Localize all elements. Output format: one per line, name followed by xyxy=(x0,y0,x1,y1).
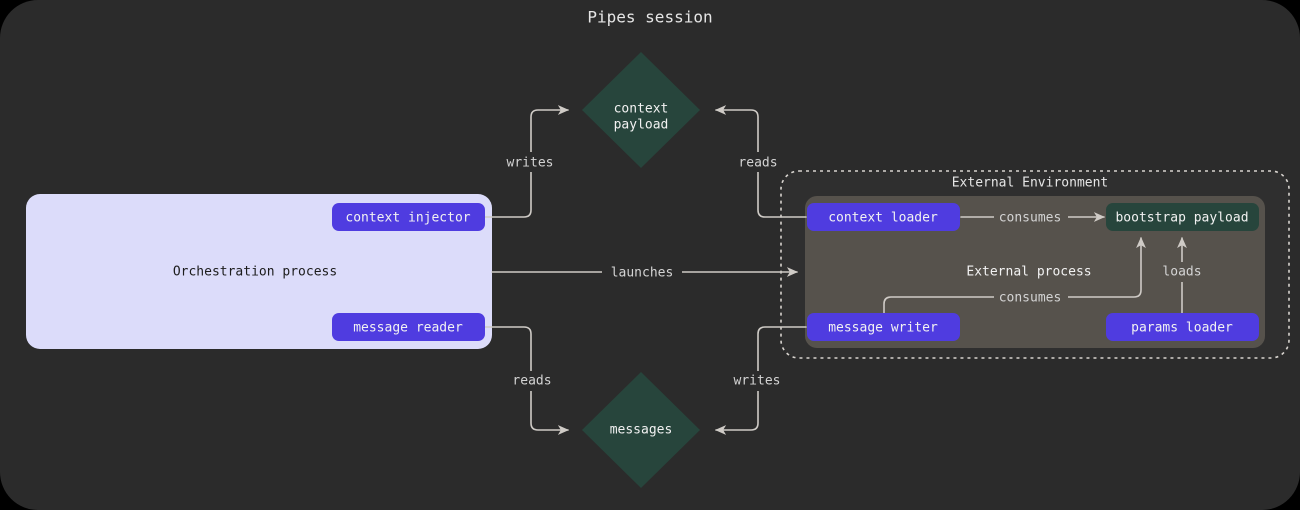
edge-label-bg xyxy=(994,288,1068,308)
page-title: Pipes session xyxy=(587,8,712,27)
edge-consumes-message-writer: consumes xyxy=(883,236,1146,315)
chip-context-loader[interactable]: context loader xyxy=(807,203,960,231)
params-loader-chip-bg[interactable] xyxy=(1106,313,1259,341)
message-reader-chip-bg[interactable] xyxy=(332,313,485,341)
edge-label-bg xyxy=(502,371,562,391)
message-writer-label: message writer xyxy=(828,321,938,336)
edge-label-bg xyxy=(499,152,561,172)
store-context-payload[interactable]: context payload xyxy=(582,52,700,168)
chip-context-injector[interactable]: context injector xyxy=(332,203,485,231)
chip-message-reader[interactable]: message reader xyxy=(332,313,485,341)
context-payload-label-line1: context xyxy=(614,102,669,117)
context-payload-diamond[interactable] xyxy=(582,52,700,168)
orchestration-panel-bg xyxy=(26,194,492,349)
orchestration-process-panel: Orchestration process xyxy=(26,194,492,349)
messages-diamond[interactable] xyxy=(582,372,700,488)
chip-bootstrap-payload[interactable]: bootstrap payload xyxy=(1106,203,1259,231)
external-environment-label: External Environment xyxy=(952,176,1109,191)
message-reader-label: message reader xyxy=(353,321,463,336)
edge-label-bg xyxy=(1156,262,1208,282)
edge-label-writes-messages: writes xyxy=(734,374,781,389)
edge-writes-messages: writes xyxy=(714,326,807,435)
edge-launches: launches xyxy=(491,263,799,283)
context-injector-label: context injector xyxy=(345,211,470,226)
context-loader-label: context loader xyxy=(828,211,938,226)
context-injector-chip-bg[interactable] xyxy=(332,203,485,231)
chip-message-writer[interactable]: message writer xyxy=(807,313,960,341)
messages-label: messages xyxy=(610,423,673,438)
store-messages[interactable]: messages xyxy=(582,372,700,488)
context-loader-chip-bg[interactable] xyxy=(807,203,960,231)
edge-label-bg xyxy=(727,152,789,172)
params-loader-label: params loader xyxy=(1131,321,1233,336)
message-writer-chip-bg[interactable] xyxy=(807,313,960,341)
edge-label-launches: launches xyxy=(611,266,674,281)
edge-loads: loads xyxy=(1156,236,1208,315)
bootstrap-payload-label: bootstrap payload xyxy=(1115,211,1248,226)
edge-label-bg xyxy=(994,208,1068,228)
edge-label-loads: loads xyxy=(1162,265,1201,280)
edge-label-reads-context: reads xyxy=(738,156,777,171)
external-process-label: External process xyxy=(966,265,1091,280)
context-payload-label-line2: payload xyxy=(614,118,669,133)
edge-label-consumes-context: consumes xyxy=(999,211,1062,226)
edge-writes-context-payload: writes xyxy=(484,105,570,218)
chip-params-loader[interactable]: params loader xyxy=(1106,313,1259,341)
edge-label-bg xyxy=(602,263,682,283)
bootstrap-payload-chip-bg[interactable] xyxy=(1106,203,1259,231)
edge-reads-messages: reads xyxy=(484,326,570,435)
edge-reads-context-payload: reads xyxy=(714,105,807,218)
edge-consumes-context-loader: consumes xyxy=(960,208,1106,228)
orchestration-process-label: Orchestration process xyxy=(173,265,337,280)
edge-label-consumes-writer: consumes xyxy=(999,291,1062,306)
external-process-box xyxy=(805,196,1265,348)
edge-label-bg xyxy=(726,371,790,391)
edge-label-writes-context: writes xyxy=(507,156,554,171)
edge-label-reads-messages: reads xyxy=(512,374,551,389)
